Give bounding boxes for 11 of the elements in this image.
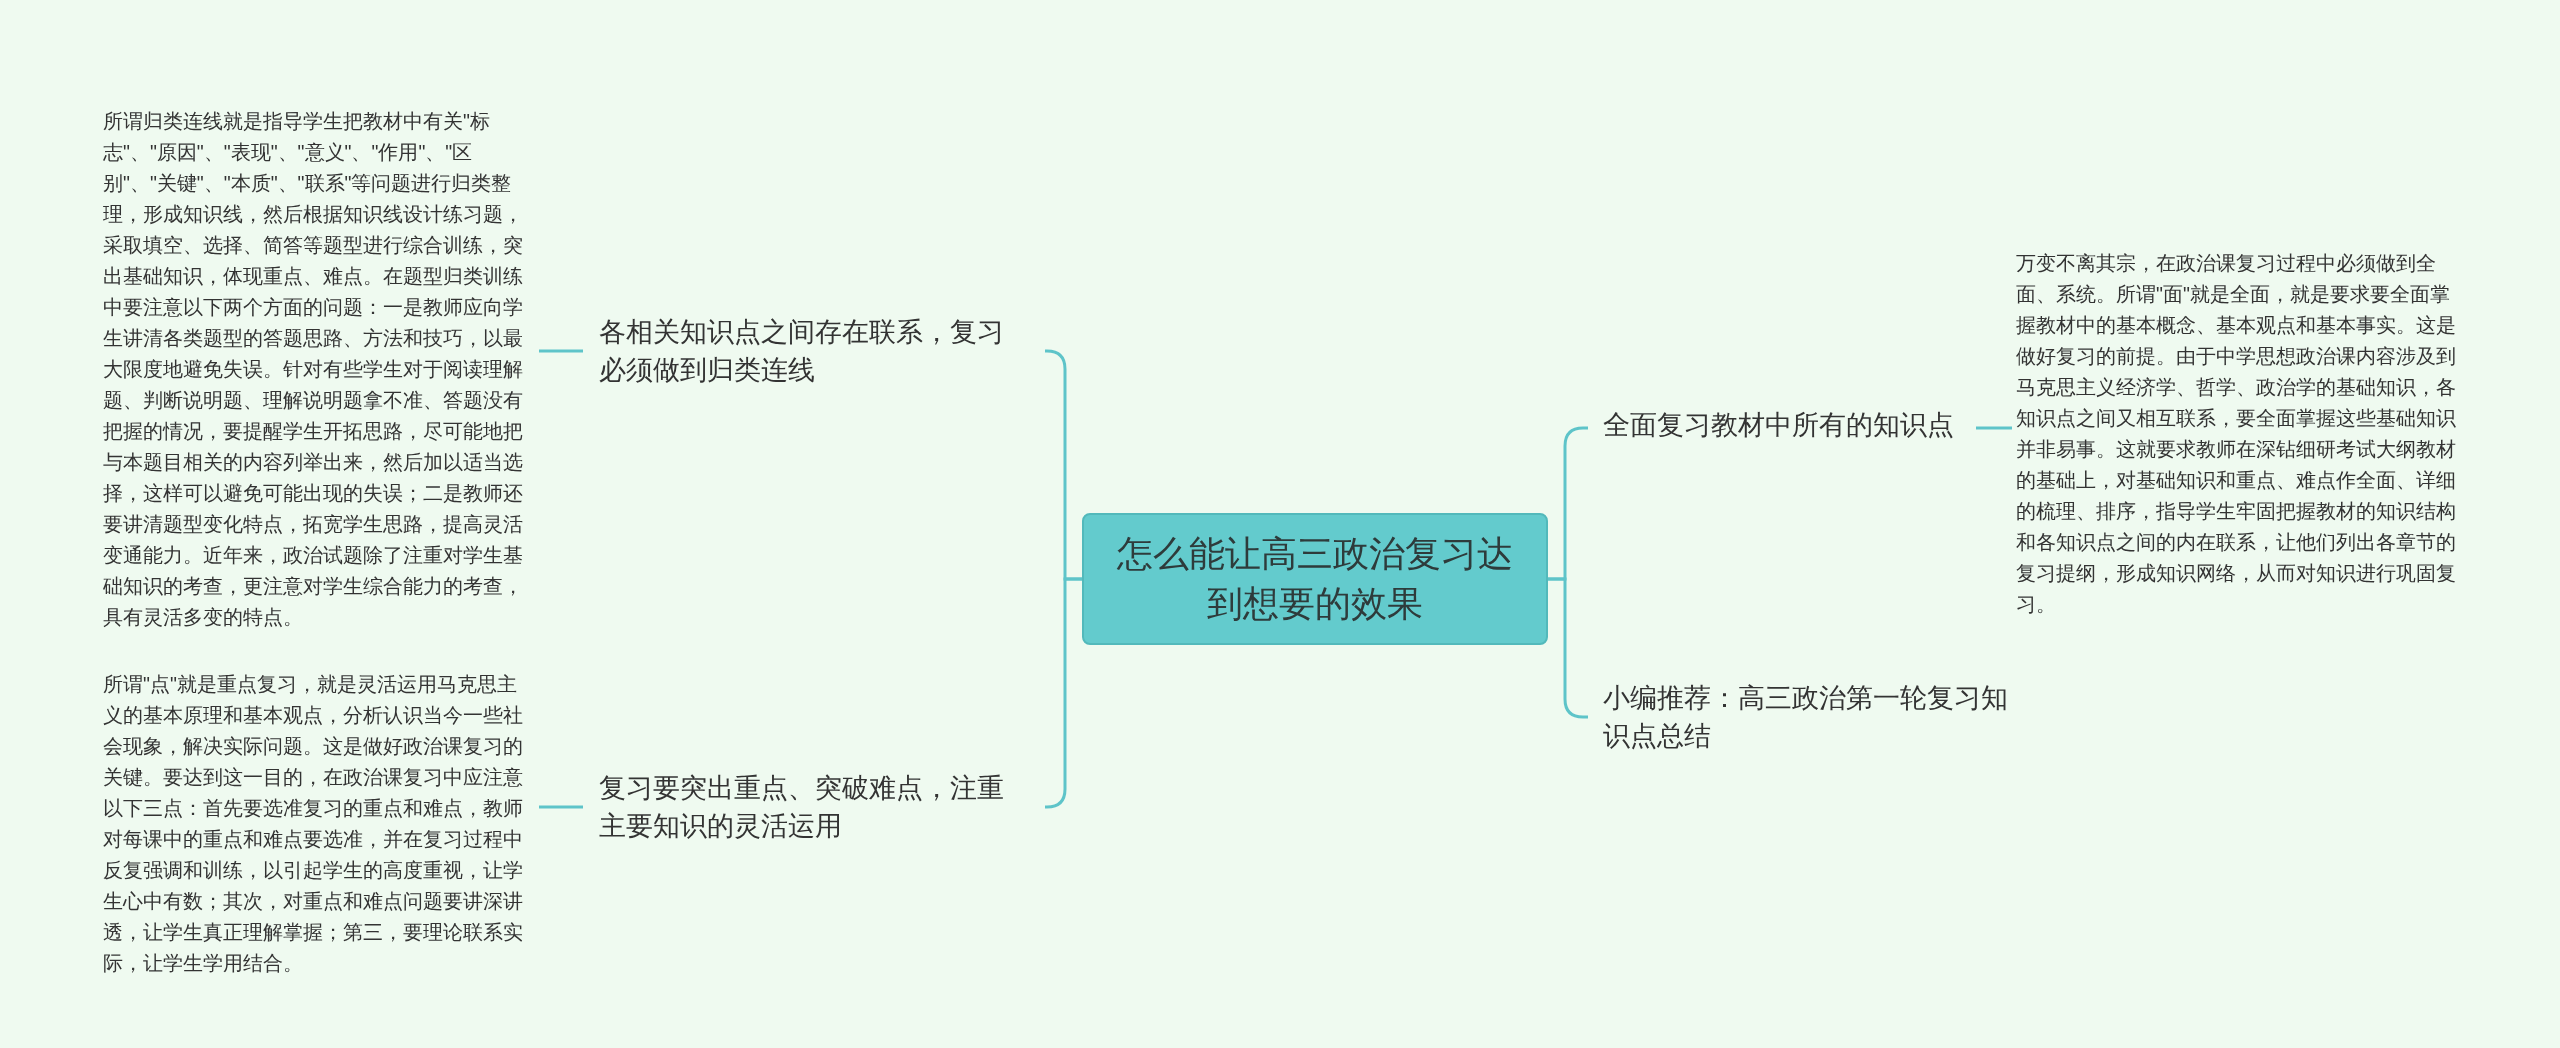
detail-paragraph: 所谓归类连线就是指导学生把教材中有关"标志"、"原因"、"表现"、"意义"、"作用"、"区别"、"关键"、"本质"、"联系"等问题进行归类整理，形成知识线，然后根据知识线设计练习题，采取填空、选择、简答等题型进行综合训练，突出基础知识，体现重点、难点。在题型归类训练中要注意以下两个方面的问题：一是教师应向学生讲清各类题型的答题思路、方法和技巧，以最大限度地避免失误。针对有些学生对于阅读理解题、判断说明题、理解说明题拿不准、答题没有把握的情况，要提醒学生开拓思路，尽可能地把与本题目相关的内容列举出来，然后加以适当选择，这样可以避免可能出现的失误；二是教师还要讲清题型变化特点，拓宽学生思路，提高灵活变通能力。近年来，政治试题除了注重对学生基础知识的考查，更注意对学生综合能力的考查，具有灵活多变的特点。 (99, 106, 539, 633)
detail-paragraph: 万变不离其宗，在政治课复习过程中必须做到全面、系统。所谓"面"就是全面，就是要求要全面掌握教材中的基本概念、基本观点和基本事实。这是做好复习的前提。由于中学思想政治课内容涉及到马克思主义经济学、哲学、政治学的基础知识，各知识点之间又相互联系，要全面掌握这些基础知识并非易事。这就要求教师在深钻细研考试大纲教材的基础上，对基础知识和重点、难点作全面、详细的梳理、排序，指导学生牢固把握教材的知识结构和各知识点之间的内在联系，让他们列出各章节的复习提纲，形成知识网络，从而对知识进行巩固复习。 (2012, 248, 2472, 653)
branch-topic: 各相关知识点之间存在联系，复习必须做到归类连线 (583, 313, 1045, 389)
branch-topic: 复习要突出重点、突破难点，注重主要知识的灵活运用 (583, 769, 1045, 845)
connector-line (1976, 426, 2012, 430)
connector-line (539, 805, 583, 809)
detail-paragraph: 所谓"点"就是重点复习，就是灵活运用马克思主义的基本原理和基本观点，分析认识当今一些社会现象，解决实际问题。这是做好政治课复习的关键。要达到这一目的，在政治课复习中应注意以下三点：首先要选准复习的重点和难点，教师对每课中的重点和难点要选准，并在复习过程中反复强调和训练，以引起学生的高度重视，让学生心中有数；其次，对重点和难点问题要讲深讲透，让学生真正理解掌握；第三，要理论联系实际，让学生学用结合。 (99, 669, 539, 1014)
branch-topic: 全面复习教材中所有的知识点 (1588, 406, 1976, 450)
connector-line (539, 349, 583, 353)
branch-topic: 小编推荐：高三政治第一轮复习知识点总结 (1588, 679, 2028, 755)
central-topic-box: 怎么能让高三政治复习达到想要的效果 (1082, 513, 1548, 645)
